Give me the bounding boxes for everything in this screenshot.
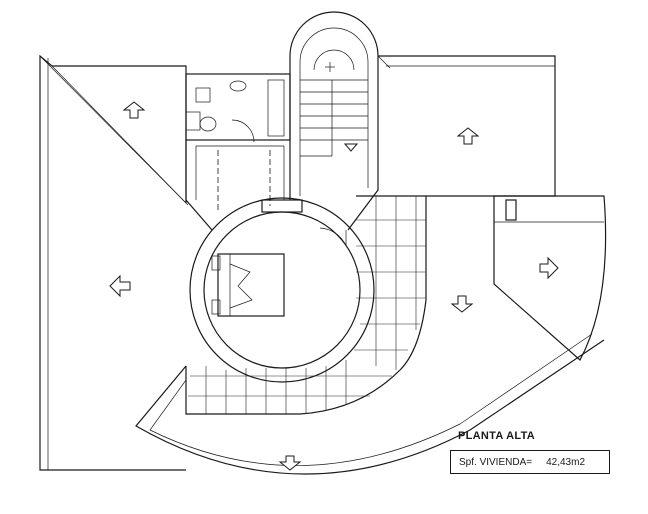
slope-arrow-terrace (450, 295, 474, 313)
area-value: 42,43m2 (546, 456, 586, 468)
terrace (185, 195, 427, 415)
stair-tower (289, 11, 379, 231)
roof-right (377, 55, 556, 197)
roof-south (135, 333, 605, 475)
area-box: Spf. VIVIENDA= 42,43m2 (450, 450, 610, 474)
slope-arrow-south (278, 455, 302, 471)
bedroom (189, 197, 375, 383)
slope-arrow-north-left (122, 101, 146, 119)
bathroom (185, 73, 291, 143)
roof-east (493, 195, 607, 361)
slope-arrow-north-right (456, 127, 480, 145)
plan-title: PLANTA ALTA (458, 430, 536, 442)
slope-arrow-east (539, 256, 559, 280)
area-label: Spf. VIVIENDA= (459, 456, 533, 468)
slope-arrow-west (109, 274, 131, 298)
corridor (185, 140, 285, 231)
